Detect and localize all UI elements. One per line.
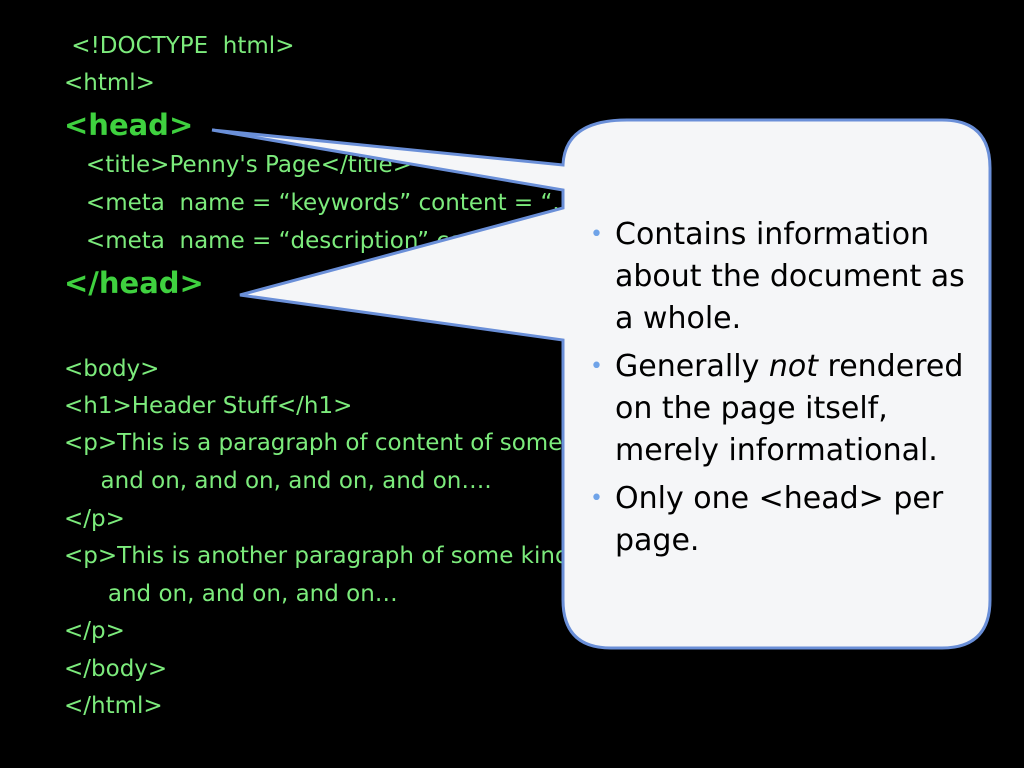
code-line-p2-continued: and on, and on, and on… <box>64 581 398 607</box>
callout-bullet-text: Only one <head> per page. <box>615 481 944 558</box>
callout-bullet-text: Contains information about the document … <box>615 217 965 336</box>
code-line-meta-keywords: <meta name = “keywords” content = “...”> <box>64 190 606 216</box>
callout-bullet-text-post: rendered on the page itself, merely info… <box>615 349 964 468</box>
code-line-p2-close: </p> <box>64 618 125 644</box>
bullet-dot-icon <box>590 214 603 256</box>
code-line-h1: <h1>Header Stuff</h1> <box>64 393 353 419</box>
callout-bullet-text-pre: Generally <box>615 349 769 384</box>
code-line-doctype: <!DOCTYPE html> <box>64 33 295 59</box>
code-line-html-close: </html> <box>64 693 163 719</box>
code-line-head-close: </head> <box>64 266 204 300</box>
code-line-p2-open: <p>This is another paragraph of some kin… <box>64 543 570 569</box>
bullet-dot-icon <box>590 478 603 520</box>
code-line-body-open: <body> <box>64 356 160 382</box>
code-line-p1-close: </p> <box>64 506 125 532</box>
code-line-body-close: </body> <box>64 656 168 682</box>
callout-text: Contains information about the document … <box>588 214 978 568</box>
code-line-title: <title>Penny's Page</title> <box>64 152 412 178</box>
callout-bullet: Contains information about the document … <box>588 214 978 340</box>
callout-bullet: Only one <head> per page. <box>588 478 978 562</box>
code-line-head-open: <head> <box>64 108 194 142</box>
bullet-dot-icon <box>590 346 603 388</box>
code-line-html-open: <html> <box>64 70 155 96</box>
code-line-p1-continued: and on, and on, and on, and on…. <box>64 468 492 494</box>
callout-bullet: Generally not rendered on the page itsel… <box>588 346 978 472</box>
callout-bullet-emphasis: not <box>768 349 818 384</box>
